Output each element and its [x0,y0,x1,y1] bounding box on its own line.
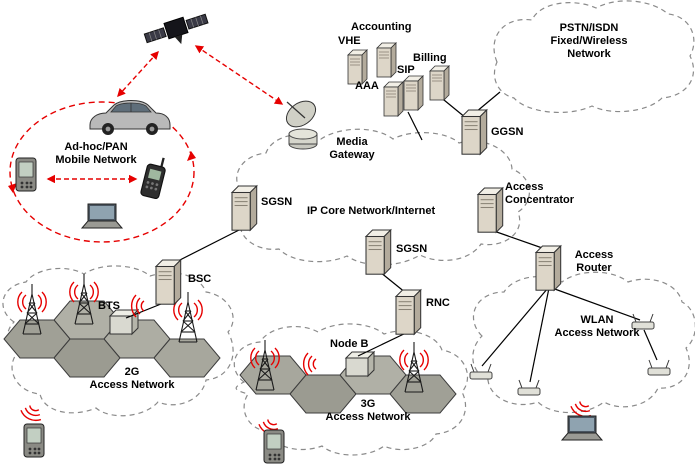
wlan-label-line-2: Access Network [554,327,640,339]
wired-links [125,91,658,383]
bts-label: BTS [98,300,120,312]
pda-icon [23,423,45,458]
aaa-server-label: AAA [355,80,379,92]
rnc-label: RNC [426,297,450,309]
adhoc-label-line-1: Ad-hoc/PAN [64,141,128,153]
access-concentrator-label: Access Concentrator [505,181,574,207]
access-concentrator-icon [477,187,504,233]
3g-label-line-1: 3G [360,398,376,410]
vhe-server-label: VHE [338,35,361,47]
3g-label-line-2: Access Network [325,411,411,423]
adhoc-label-line-2: Mobile Network [55,154,137,166]
3g-network-label: 3G Access Network [297,398,439,424]
radio-waves-icon [18,402,45,425]
sgsn-lower-label: SGSN [396,243,428,255]
2g-label-line-2: Access Network [89,379,175,391]
bsc-label: BSC [188,273,212,285]
media-gateway-label-line-2: Gateway [329,149,375,161]
sip-server-icon [403,75,424,111]
pstn-label-line-2: Fixed/Wireless [550,35,628,47]
ggsn-icon [461,109,488,155]
billing-server-icon [429,65,450,101]
ggsn-label: GGSN [491,126,524,138]
adhoc-network-label: Ad-hoc/PAN Mobile Network [31,141,161,167]
2g-network-label: 2G Access Network [63,366,201,392]
access-router-label: Access Router [565,249,623,275]
aaa-server-icon [383,81,404,117]
access-concentrator-label-line-2: Concentrator [505,194,575,206]
car-icon [89,100,171,135]
billing-server-label: Billing [413,52,447,64]
satellite-links [117,45,284,105]
satellite-icon [143,13,209,45]
wifi-ap-icon [469,363,493,380]
wlan-cloud-outline [472,271,695,413]
node-b-icon [344,350,376,378]
2g-cloud-outline [2,265,234,417]
2g-label-line-1: 2G [124,366,140,378]
sip-server-label: SIP [397,64,415,76]
pstn-cloud-outline [493,0,695,113]
pstn-label-line-3: Network [567,48,611,60]
media-gateway-label: Media Gateway [320,136,384,162]
rnc-icon [395,289,422,335]
node-b-label: Node B [330,338,369,350]
mobile-phone-icon [263,429,285,464]
3g-cloud-outline [233,323,469,456]
wifi-ap-icon [647,359,671,376]
sgsn-lower-icon [365,229,392,275]
radio-waves-icon [302,352,317,376]
laptop-icon [561,415,603,441]
bts-icon [108,308,140,336]
laptop-icon [81,203,123,229]
accounting-server-icon [376,42,397,78]
sgsn-core-icon [231,185,258,231]
core-cloud-outline [232,128,531,266]
adhoc-loop [8,101,196,243]
wlan-label-line-1: WLAN [580,314,614,326]
vhe-server-icon [347,49,368,85]
sgsn-core-label: SGSN [261,196,293,208]
satellite-dish-icon [285,100,318,150]
wifi-ap-icon [517,379,541,396]
access-router-label-line-2: Router [576,262,612,274]
access-router-icon [535,245,562,291]
bsc-icon [155,259,182,305]
pstn-label-line-1: PSTN/ISDN [559,22,619,34]
pstn-network-label: PSTN/ISDN Fixed/Wireless Network [513,22,665,61]
access-concentrator-label-line-1: Access [505,181,544,193]
accounting-server-label: Accounting [351,21,412,33]
media-gateway-label-line-1: Media [336,136,368,148]
access-router-label-line-1: Access [574,249,614,261]
core-network-label: IP Core Network/Internet [307,205,436,217]
wlan-network-label: WLAN Access Network [527,314,667,340]
